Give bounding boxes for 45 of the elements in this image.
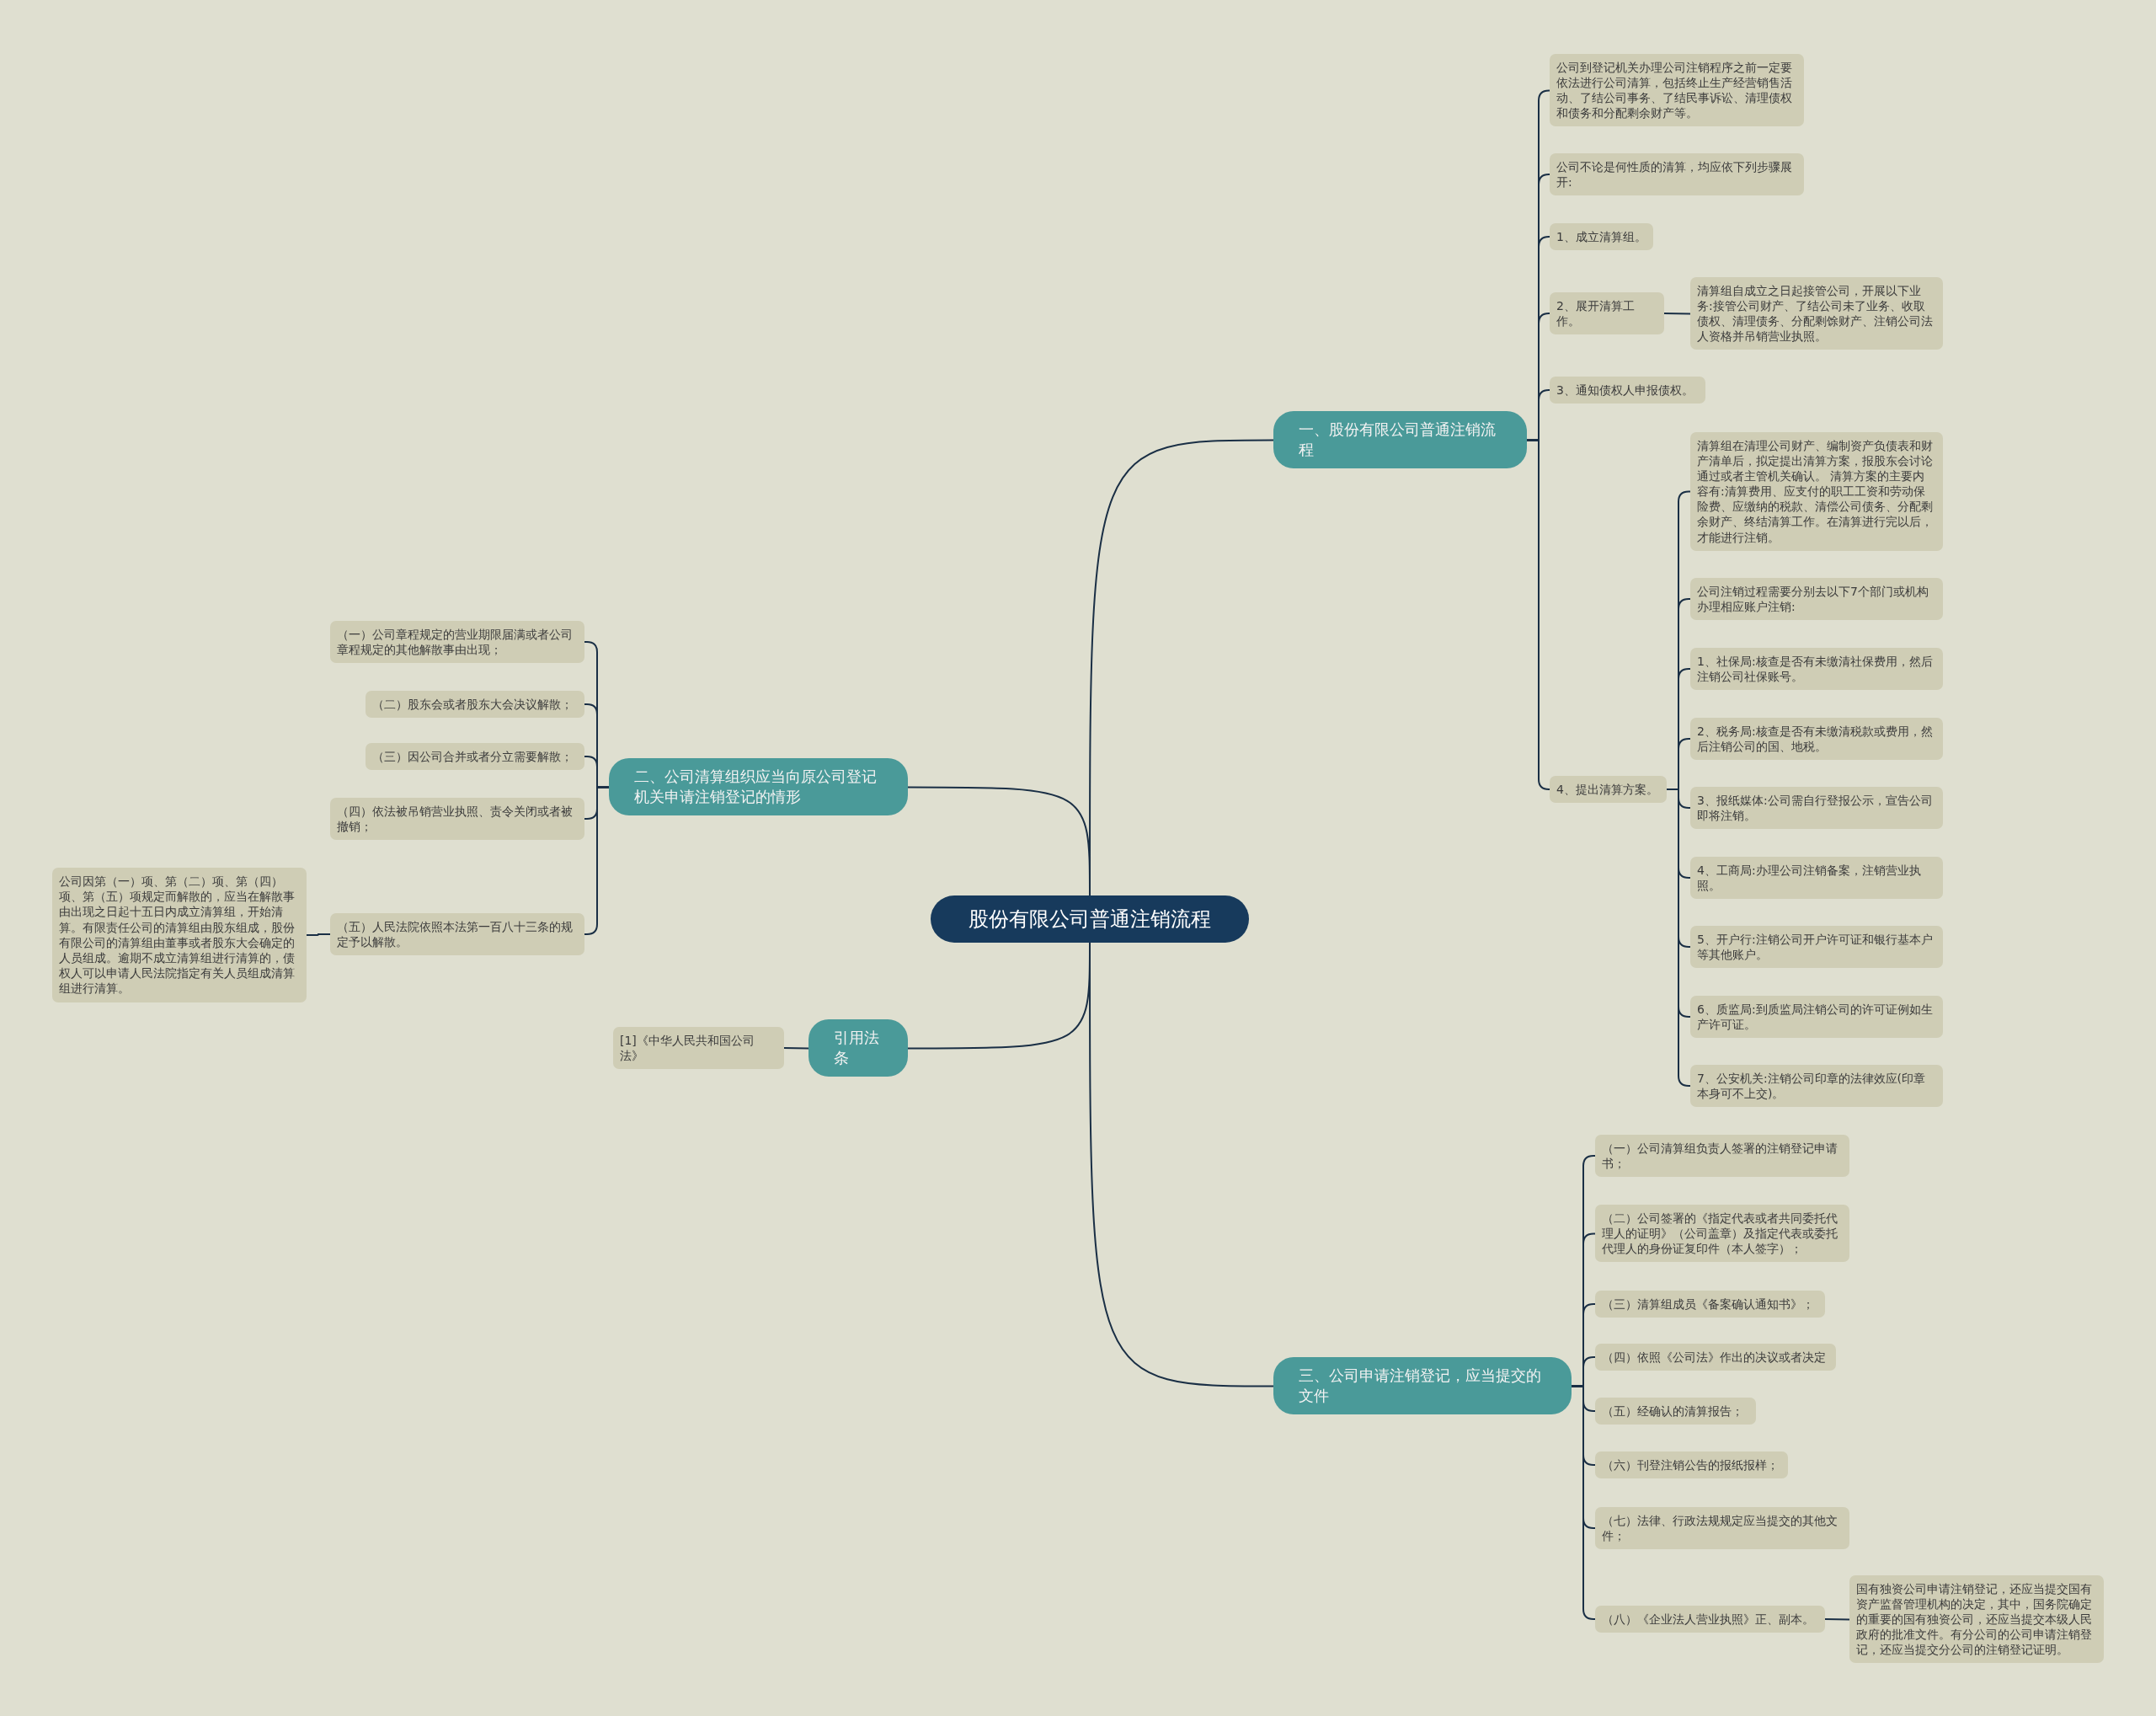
connector-line bbox=[783, 1047, 809, 1050]
topic-box: 7、公安机关:注销公司印章的法律效应(印章本身可不上交)。 bbox=[1690, 1065, 1943, 1108]
topic-box: 公司不论是何性质的清算，均应依下列步骤展开: bbox=[1550, 153, 1804, 196]
topic-box: （一）公司清算组负责人签署的注销登记申请书； bbox=[1595, 1135, 1849, 1178]
topic-box: 公司到登记机关办理公司注销程序之前一定要依法进行公司清算，包括终止生产经营销售活动、了结公司事务、了结民事诉讼、清理债权和债务和分配剩余财产等。 bbox=[1550, 53, 1804, 127]
topic-box: 4、工商局:办理公司注销备案，注销营业执照。 bbox=[1690, 857, 1943, 900]
topic-box: 1、成立清算组。 bbox=[1550, 223, 1653, 251]
topic-box: [1]《中华人民共和国公司法》 bbox=[613, 1027, 784, 1070]
topic-box: （三）因公司合并或者分立需要解散； bbox=[366, 743, 584, 771]
topic-box: 5、开户行:注销公司开户许可证和银行基本户等其他账户。 bbox=[1690, 926, 1943, 969]
topic-box: 4、提出清算方案。 bbox=[1550, 776, 1667, 804]
branch-topic: 一、股份有限公司普通注销流程 bbox=[1273, 410, 1527, 469]
topic-box: 清算组在清理公司财产、编制资产负债表和财产清单后，拟定提出清算方案，报股东会讨论通过或者主管机关确认。 清算方案的主要内容有:清算费用、应支付的职工工资和劳动保险费、应缴纳的税款、清偿公司债务、分配剩余财产、终结清算工作。在清算进行完以后，才能进行注销。 bbox=[1690, 431, 1943, 551]
topic-box: （八）《企业法人营业执照》正、副本。 bbox=[1595, 1606, 1825, 1633]
topic-box: 国有独资公司申请注销登记，还应当提交国有资产监督管理机构的决定，其中，国务院确定的重要的国有独资公司，还应当提交本级人民政府的批准文件。有分公司的公司申请注销登记，还应当提交分公司的注销登记证明。 bbox=[1849, 1574, 2104, 1664]
topic-box: 3、通知债权人申报债权。 bbox=[1550, 377, 1705, 404]
topic-box: 1、社保局:核查是否有未缴清社保费用，然后注销公司社保账号。 bbox=[1690, 648, 1943, 691]
topic-box: 清算组自成立之日起接管公司，开展以下业务:接管公司财产、了结公司未了业务、收取债权、清理债务、分配剩馀财产、注销公司法人资格并吊销营业执照。 bbox=[1690, 276, 1943, 350]
branch-topic: 三、公司申请注销登记，应当提交的文件 bbox=[1273, 1356, 1572, 1415]
topic-box: （一）公司章程规定的营业期限届满或者公司章程规定的其他解散事由出现； bbox=[330, 621, 584, 664]
branch-topic: 二、公司清算组织应当向原公司登记机关申请注销登记的情形 bbox=[609, 757, 908, 816]
connector-line bbox=[1666, 789, 1691, 1087]
topic-box: （三）清算组成员《备案确认通知书》； bbox=[1595, 1291, 1825, 1318]
connector-line bbox=[1663, 313, 1691, 315]
topic-box: （二）公司签署的《指定代表或者共同委托代理人的证明》（公司盖章）及指定代表或委托代理人的身份证复印件（本人签字）； bbox=[1595, 1204, 1849, 1263]
connector-line bbox=[907, 786, 1091, 896]
topic-box: （五）经确认的清算报告； bbox=[1595, 1398, 1756, 1425]
topic-box: 公司注销过程需要分别去以下7个部门或机构办理相应账户注销: bbox=[1690, 578, 1943, 621]
branch-topic: 引用法条 bbox=[808, 1018, 908, 1077]
topic-box: 2、展开清算工作。 bbox=[1550, 292, 1664, 335]
central-topic: 股份有限公司普通注销流程 bbox=[931, 895, 1249, 944]
topic-box: （五）人民法院依照本法第一百八十三条的规定予以解散。 bbox=[330, 913, 584, 956]
topic-box: （六）刊登注销公告的报纸报样； bbox=[1595, 1451, 1788, 1479]
connector-line bbox=[1824, 1618, 1850, 1621]
topic-box: （七）法律、行政法规规定应当提交的其他文件； bbox=[1595, 1507, 1849, 1550]
connector-line bbox=[584, 786, 610, 935]
topic-box: （二）股东会或者股东大会决议解散； bbox=[366, 691, 584, 719]
topic-box: （四）依法被吊销营业执照、责令关闭或者被撤销； bbox=[330, 798, 584, 841]
topic-box: 6、质监局:到质监局注销公司的许可证例如生产许可证。 bbox=[1690, 996, 1943, 1039]
connector-line bbox=[306, 933, 331, 936]
topic-box: 2、税务局:核查是否有未缴清税款或费用，然后注销公司的国、地税。 bbox=[1690, 718, 1943, 761]
topic-box: 3、报纸媒体:公司需自行登报公示，宣告公司即将注销。 bbox=[1690, 787, 1943, 830]
topic-box: （四）依照《公司法》作出的决议或者决定 bbox=[1595, 1344, 1836, 1371]
connector-line bbox=[1571, 1385, 1596, 1620]
topic-box: 公司因第（一）项、第（二）项、第（四）项、第（五）项规定而解散的，应当在解散事由出现之日起十五日内成立清算组，开始清算。有限责任公司的清算组由股东组成，股份有限公司的清算组由董事或者股东大会确定的人员组成。逾期不成立清算组进行清算的，债权人可以申请人民法院指定有关人员组成清算组进行清算。 bbox=[52, 868, 307, 1002]
